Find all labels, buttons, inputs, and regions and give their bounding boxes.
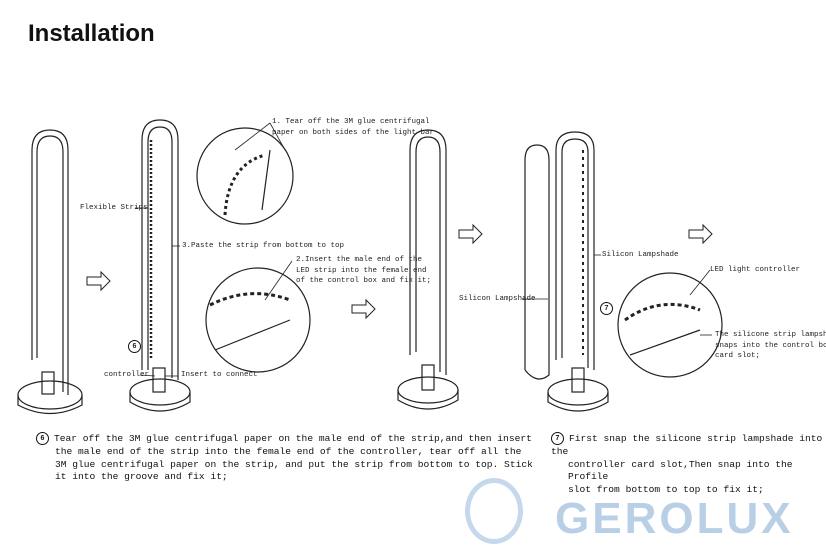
label-insert-male-1: 2.Insert the male end of the <box>296 256 423 264</box>
label-insert-connect: Insert to connect <box>181 371 258 379</box>
step-6-text: 6 Tear off the 3M glue centrifugal paper … <box>36 432 533 484</box>
step-7-line: First snap the silicone strip lampshade … <box>551 433 823 457</box>
lamp-illustration-3 <box>397 129 459 410</box>
lamp-illustration-4 <box>524 131 609 412</box>
label-silicon-lampshade-1: Silicon Lampshade <box>459 295 536 303</box>
label-tear-off-1: 1. Tear off the 3M glue centrifugal <box>272 118 430 126</box>
detail-circle-3 <box>617 272 723 378</box>
arrow-icon <box>86 223 713 320</box>
label-silicon-lampshade-2: Silicon Lampshade <box>602 251 679 259</box>
label-paste-strip: 3.Paste the strip from bottom to top <box>182 242 345 250</box>
page-title: Installation <box>28 20 155 47</box>
step-6-line: it into the groove and fix it; <box>55 471 228 483</box>
lamp-illustration-1 <box>17 129 83 414</box>
label-snaps-1: The silicone strip lampshade <box>715 331 826 339</box>
step-7-line: controller card slot,Then snap into the … <box>568 458 793 483</box>
step-7-number: 7 <box>551 432 564 445</box>
label-insert-male-3: of the control box and fix it; <box>296 277 432 285</box>
step-6-line: Tear off the 3M glue centrifugal paper o… <box>54 433 532 445</box>
label-controller: controller <box>104 371 150 379</box>
label-tear-off-2: paper on both sides of the light bar <box>272 129 435 137</box>
lamp-illustration-2 <box>129 119 191 412</box>
step-7-marker: 7 <box>600 302 613 315</box>
label-flexible-strips: Flexible Strips <box>80 204 148 212</box>
detail-circle-1 <box>196 127 294 225</box>
step-7-line: slot from bottom to top to fix it; <box>568 484 764 496</box>
label-snaps-2: snaps into the control box <box>715 341 826 350</box>
watermark: GEROLUX <box>555 494 794 543</box>
label-snaps-3: card slot; <box>715 352 761 360</box>
label-insert-male-2: LED strip into the female end <box>296 266 427 275</box>
step-6-number: 6 <box>36 432 49 445</box>
watermark-logo-icon <box>465 478 523 544</box>
detail-circle-2 <box>205 267 311 373</box>
step-6-marker: 6 <box>128 340 141 353</box>
step-6-line: 3M glue centrifugal paper on the strip, … <box>55 458 533 470</box>
step-6-line: the male end of the strip into the femal… <box>55 445 522 457</box>
label-led-controller: LED light controller <box>710 266 801 274</box>
